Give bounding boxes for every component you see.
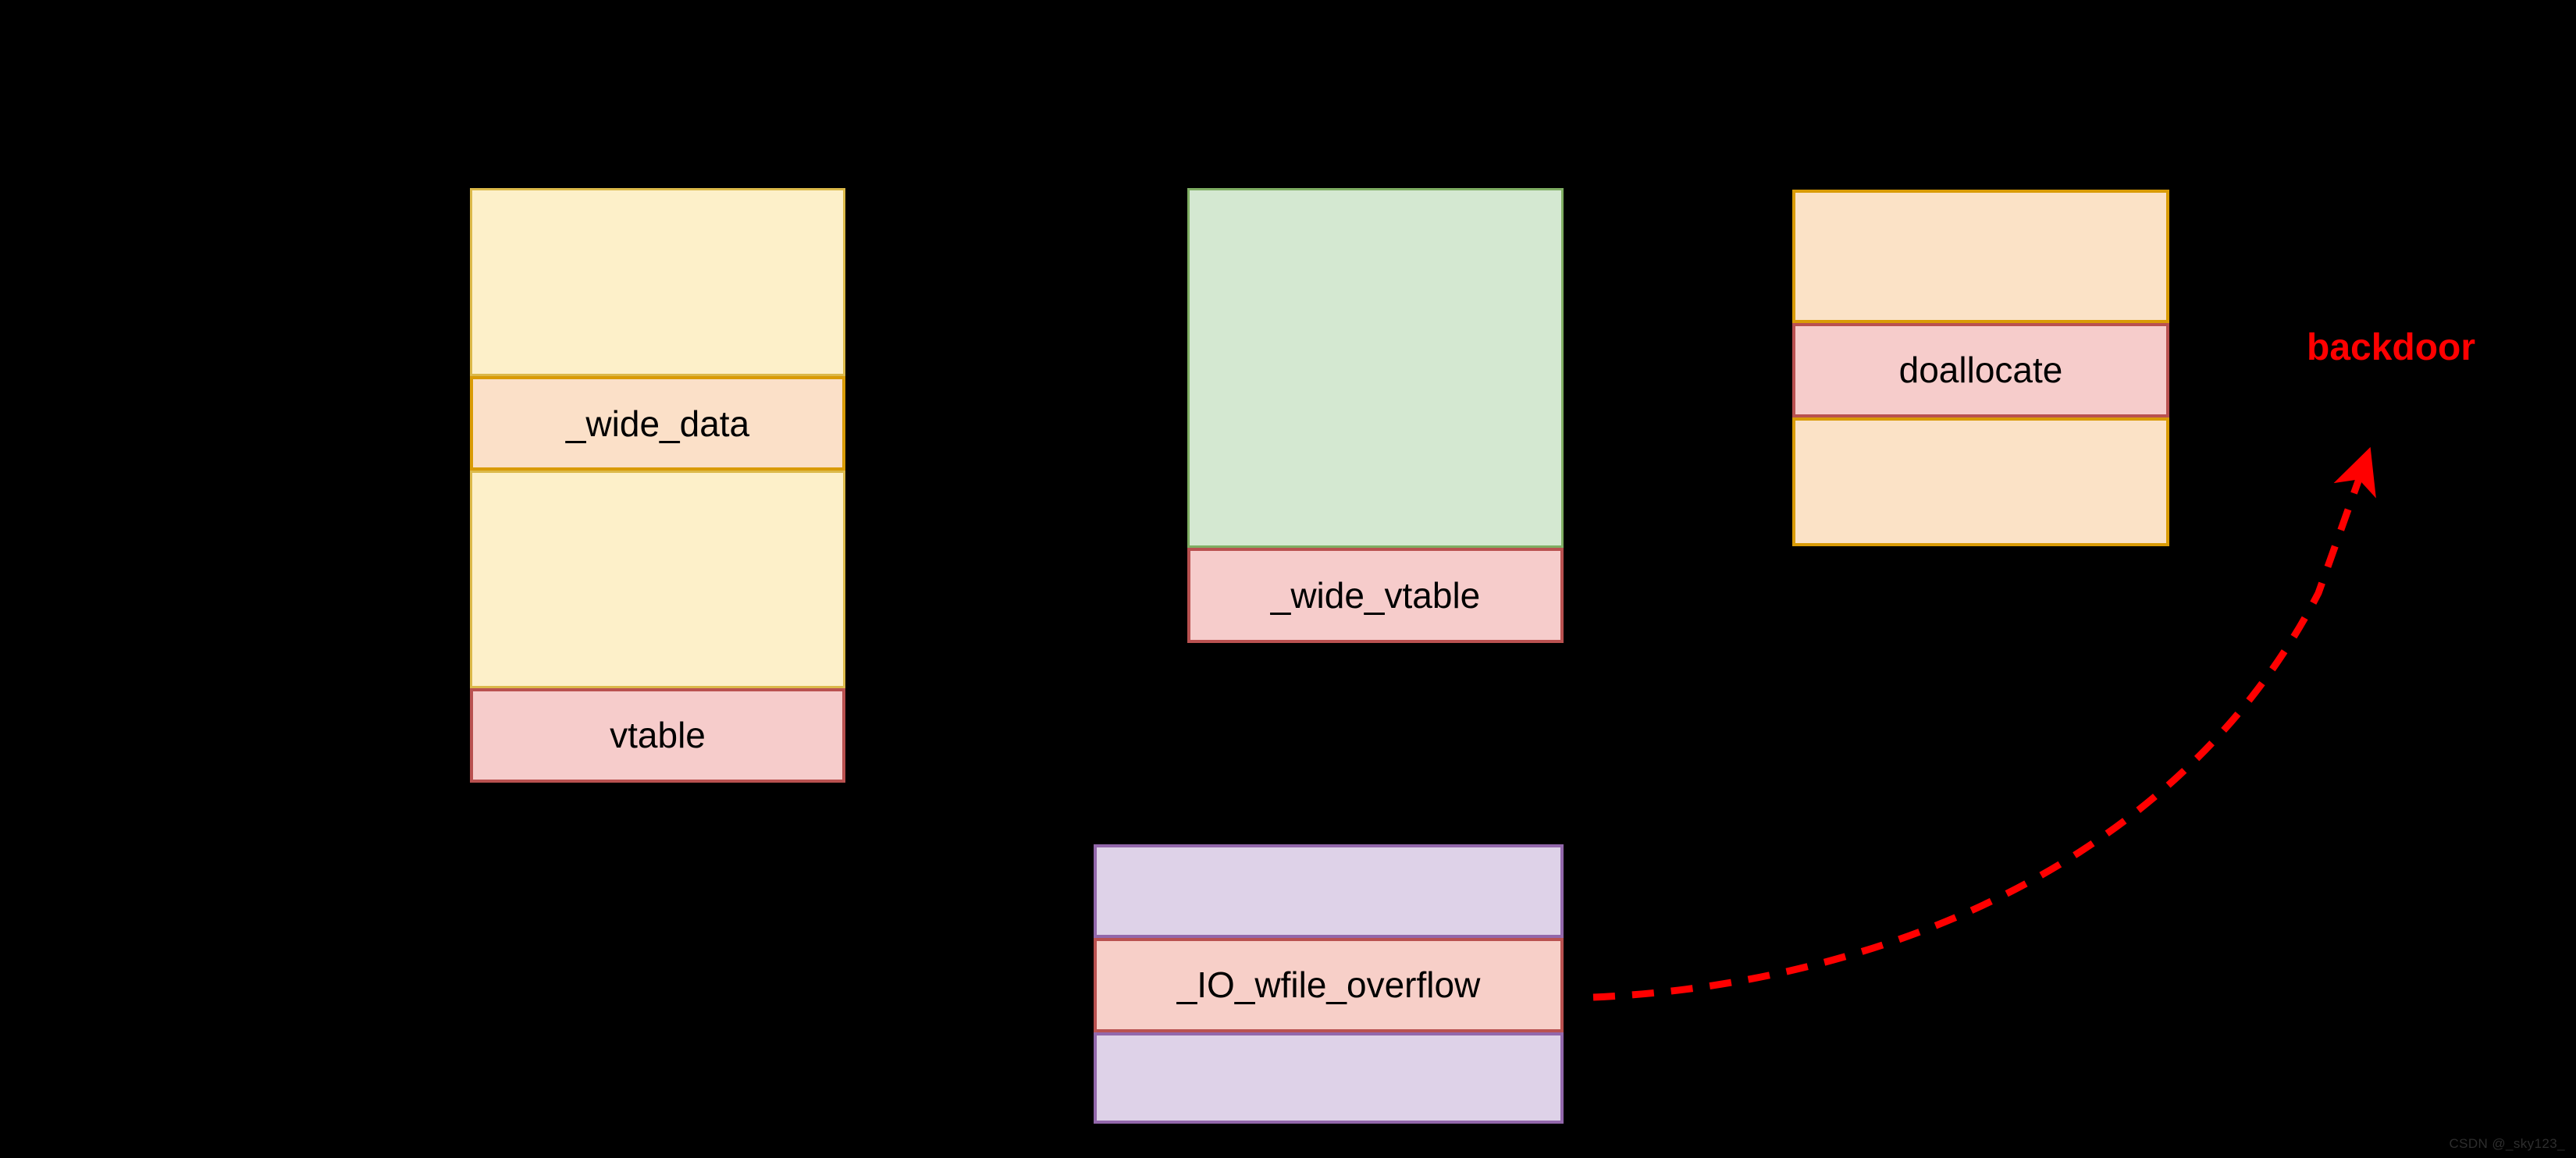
segment-vtable: vtable <box>470 687 845 783</box>
segment-wide-vtable: _wide_vtable <box>1187 548 1564 643</box>
segment-filler-top <box>470 188 845 376</box>
segment-doallocate: doallocate <box>1792 322 2169 418</box>
segment-filler-top <box>1187 188 1564 549</box>
segment-wide-data: _wide_data <box>470 375 845 471</box>
segment-filler-bottom <box>1792 417 2169 546</box>
segment-filler-mid <box>470 471 845 688</box>
segment-io-wfile-overflow: _IO_wfile_overflow <box>1094 937 1564 1033</box>
backdoor-label: backdoor <box>2307 327 2476 368</box>
struct-box-fake-vtable: _IO_wfile_overflow <box>1094 844 1564 1124</box>
watermark: CSDN @_sky123_ <box>2449 1136 2565 1151</box>
struct-box-wide-data: _wide_vtable <box>1187 188 1564 643</box>
segment-filler-top <box>1792 190 2169 323</box>
struct-box-jumptable: doallocate <box>1792 190 2169 546</box>
segment-filler-top <box>1094 844 1564 938</box>
struct-box-file-plus: _wide_data vtable <box>470 188 845 783</box>
segment-filler-bottom <box>1094 1032 1564 1124</box>
